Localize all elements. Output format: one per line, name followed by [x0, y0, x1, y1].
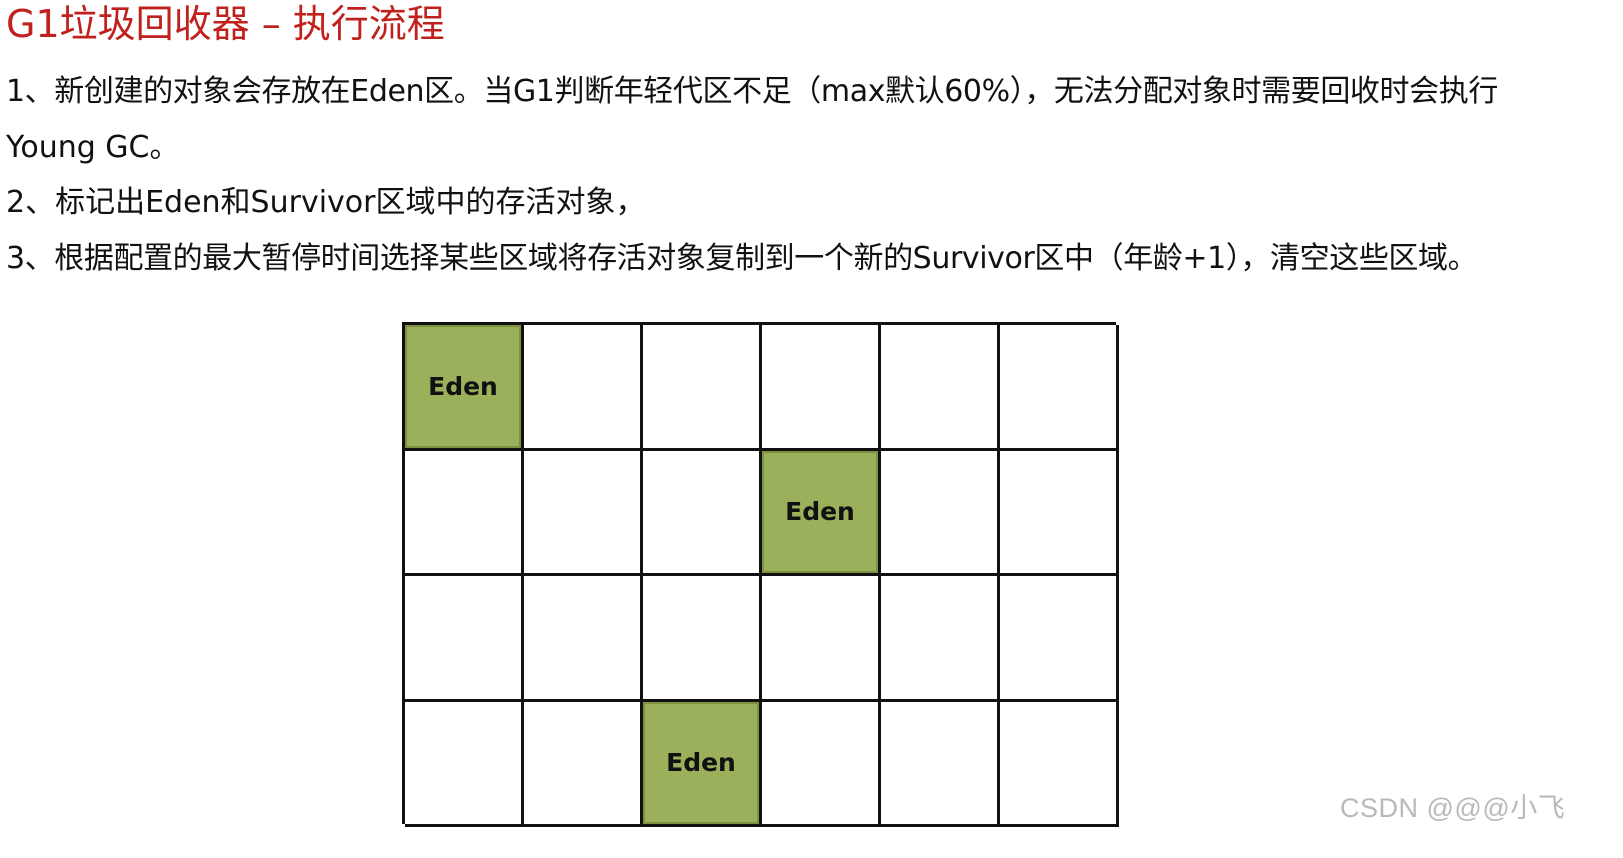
step-2-text: 2、标记出Eden和Survivor区域中的存活对象，	[6, 185, 646, 220]
page-title: G1垃圾回收器 – 执行流程	[6, 2, 445, 46]
empty-region	[881, 325, 1000, 451]
empty-region	[405, 450, 524, 576]
empty-region	[881, 701, 1000, 827]
empty-region	[762, 325, 881, 451]
empty-region	[881, 576, 1000, 702]
empty-region	[881, 450, 1000, 576]
empty-region	[1000, 576, 1119, 702]
empty-region	[643, 450, 762, 576]
csdn-watermark: CSDN @@@小飞	[1340, 793, 1566, 823]
empty-region	[524, 325, 643, 451]
eden-region: Eden	[762, 450, 881, 576]
empty-region	[524, 450, 643, 576]
step-1-text: 1、新创建的对象会存放在Eden区。当G1判断年轻代区不足（max默认60%），…	[6, 74, 1498, 109]
step-3-text: 3、根据配置的最大暂停时间选择某些区域将存活对象复制到一个新的Survivor区…	[6, 241, 1478, 276]
eden-region-label: Eden	[428, 371, 498, 401]
empty-region	[643, 325, 762, 451]
eden-region-label: Eden	[666, 748, 736, 778]
eden-region: Eden	[405, 325, 524, 451]
eden-region: Eden	[643, 701, 762, 827]
empty-region	[643, 576, 762, 702]
empty-region	[762, 576, 881, 702]
empty-region	[405, 576, 524, 702]
empty-region	[524, 701, 643, 827]
empty-region	[1000, 701, 1119, 827]
eden-region-label: Eden	[785, 497, 855, 527]
empty-region	[762, 701, 881, 827]
empty-region	[405, 701, 524, 827]
step-1-text-continued: Young GC。	[6, 130, 180, 165]
empty-region	[1000, 450, 1119, 576]
empty-region	[524, 576, 643, 702]
empty-region	[1000, 325, 1119, 451]
